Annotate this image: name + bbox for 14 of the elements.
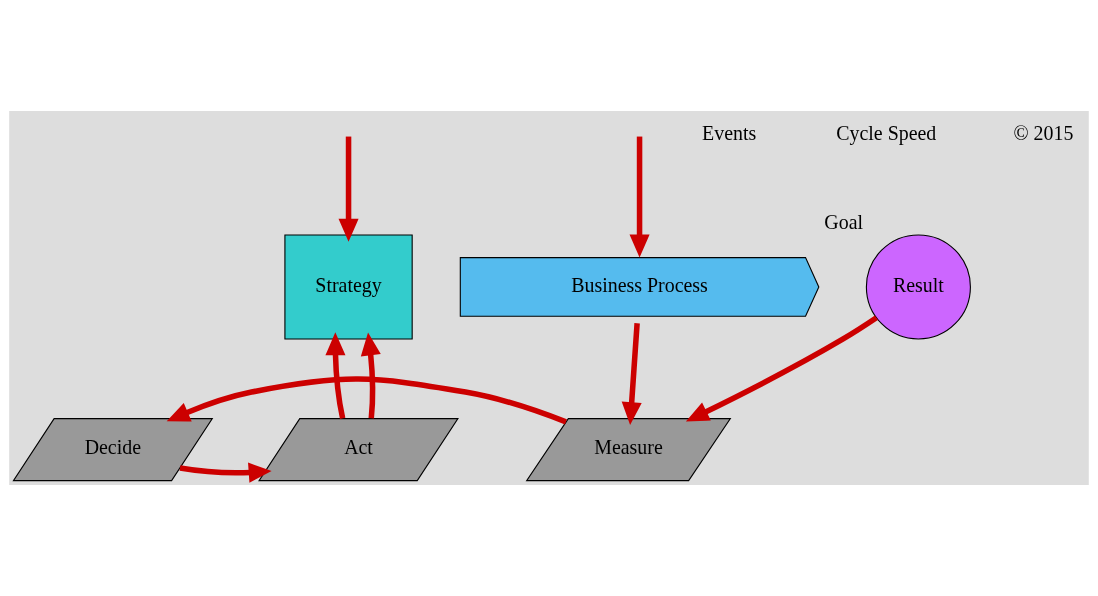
label: Cycle Speed [836,122,937,145]
arrow [360,332,381,419]
node-circle: Result [865,234,971,340]
label: © 2015 [1013,122,1074,145]
arrow [621,323,642,426]
arrow [629,136,650,258]
node-label: Goal [824,210,864,233]
arrow [338,136,359,242]
arrow [685,315,878,422]
label: Events [702,122,757,145]
arrow [179,462,272,483]
node-box: Strategy [284,234,413,340]
arrow [166,376,567,425]
arrow [325,332,346,419]
